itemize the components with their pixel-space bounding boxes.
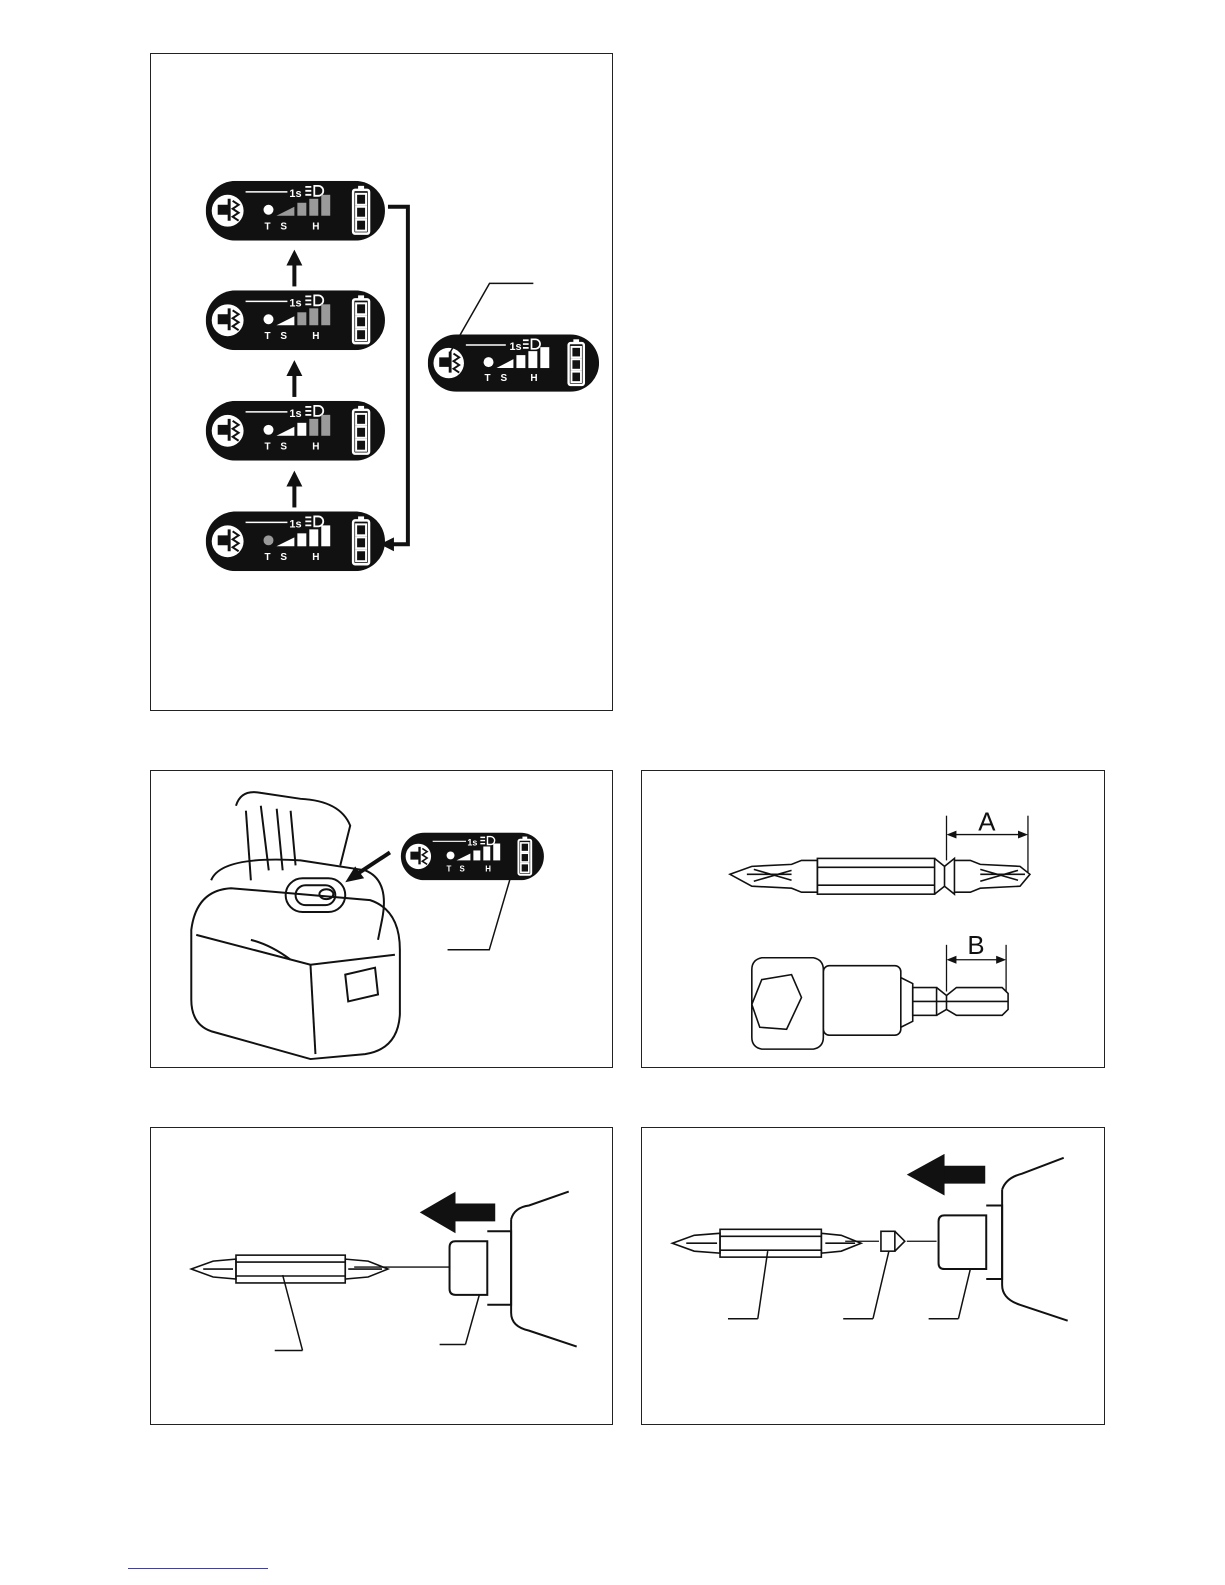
figure-install-bit-adapter bbox=[641, 1127, 1105, 1425]
svg-text:H: H bbox=[485, 864, 491, 873]
svg-text:1s: 1s bbox=[467, 837, 477, 847]
dimension-b-label: B bbox=[967, 932, 984, 960]
svg-text:S: S bbox=[459, 864, 464, 873]
svg-text:T: T bbox=[265, 552, 271, 563]
svg-text:T: T bbox=[485, 373, 491, 384]
figure-install-bit bbox=[150, 1127, 613, 1425]
svg-text:T: T bbox=[265, 442, 271, 453]
socket-bit bbox=[752, 958, 1008, 1049]
dimension-a: A bbox=[947, 809, 1028, 873]
dimension-b: B bbox=[947, 932, 1007, 992]
svg-text:T: T bbox=[265, 331, 271, 342]
panel-on-tool: 1s T S H bbox=[401, 833, 544, 881]
svg-text:S: S bbox=[280, 331, 287, 342]
figure-bit-dimensions: A B bbox=[641, 770, 1105, 1068]
svg-text:S: S bbox=[500, 373, 507, 384]
figure-tool-switch: 1s T S H bbox=[150, 770, 613, 1068]
insert-arrow-icon bbox=[907, 1154, 985, 1196]
time-label: 1s bbox=[289, 188, 301, 200]
svg-text:1s: 1s bbox=[509, 341, 521, 353]
up-arrow-icon bbox=[286, 250, 302, 508]
svg-text:1s: 1s bbox=[289, 518, 301, 530]
leader-line bbox=[283, 1275, 303, 1350]
svg-text:S: S bbox=[280, 222, 287, 233]
svg-text:1s: 1s bbox=[289, 297, 301, 309]
double-ended-bit bbox=[730, 858, 1030, 894]
leader-line bbox=[873, 1251, 889, 1319]
leader-line bbox=[758, 1251, 768, 1319]
insert-arrow-icon bbox=[420, 1192, 495, 1234]
install-bit-adapter-diagram bbox=[642, 1128, 1104, 1424]
tool-switch-diagram: 1s T S H bbox=[151, 771, 612, 1067]
panel-row-medium: 1s T S H bbox=[206, 290, 385, 350]
dimension-a-label: A bbox=[978, 809, 996, 837]
bit bbox=[191, 1255, 388, 1283]
leader-line bbox=[465, 1295, 479, 1345]
mode-sequence-diagram: 1s T S H 1s T S H 1s bbox=[151, 54, 612, 710]
return-arrow-icon bbox=[380, 207, 408, 552]
tool-body bbox=[191, 792, 400, 1059]
svg-text:S: S bbox=[280, 552, 287, 563]
leader-line bbox=[448, 875, 512, 949]
panel-detail: 1s T S H bbox=[428, 335, 599, 392]
svg-text:H: H bbox=[312, 331, 319, 342]
footer-rule bbox=[128, 1568, 268, 1569]
svg-text:S: S bbox=[280, 442, 287, 453]
svg-text:H: H bbox=[312, 442, 319, 453]
adapter bbox=[881, 1231, 905, 1251]
panel-row-soft: 1s T S H bbox=[206, 401, 385, 461]
leader-line bbox=[958, 1269, 970, 1319]
install-bit-diagram bbox=[151, 1128, 612, 1424]
svg-text:H: H bbox=[312, 552, 319, 563]
svg-text:H: H bbox=[530, 373, 537, 384]
panel-row-hard: 1s T S H bbox=[206, 181, 385, 241]
figure-mode-sequence: 1s T S H 1s T S H 1s bbox=[150, 53, 613, 711]
svg-text:T: T bbox=[265, 222, 271, 233]
bit-dimensions-diagram: A B bbox=[642, 771, 1104, 1067]
svg-text:T: T bbox=[447, 864, 452, 873]
svg-text:1s: 1s bbox=[289, 408, 301, 420]
panel-row-tex: 1s T S H bbox=[206, 511, 385, 571]
svg-text:H: H bbox=[312, 222, 319, 233]
